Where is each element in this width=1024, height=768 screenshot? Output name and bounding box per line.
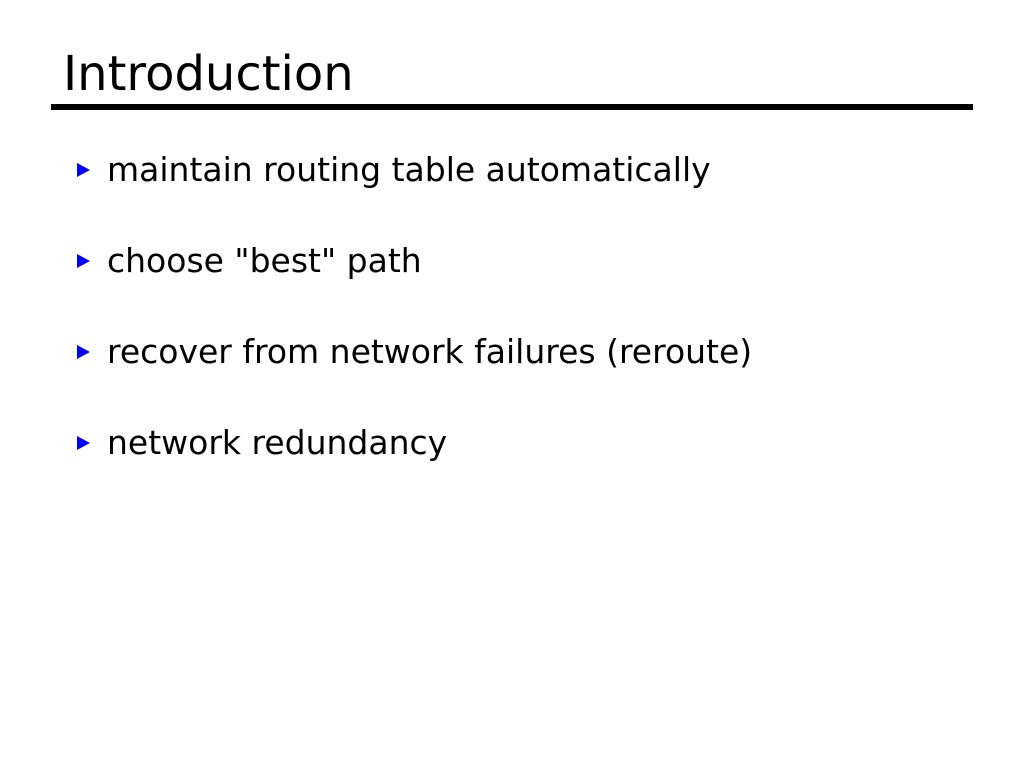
triangle-right-bullet-icon <box>77 241 90 281</box>
list-item-label: recover from network failures (reroute) <box>107 332 753 371</box>
slide-title-block: Introduction <box>51 46 973 110</box>
triangle-right-bullet-icon <box>77 150 90 190</box>
list-item: network redundancy <box>77 423 977 514</box>
triangle-right-bullet-icon <box>77 332 90 372</box>
list-item: choose "best" path <box>77 241 977 332</box>
page-title: Introduction <box>63 46 354 102</box>
title-underline-rule <box>51 104 973 110</box>
list-item-label: network redundancy <box>107 423 448 462</box>
list-item: recover from network failures (reroute) <box>77 332 977 423</box>
list-item: maintain routing table automatically <box>77 150 977 241</box>
bullet-list: maintain routing table automatically cho… <box>77 150 977 514</box>
list-item-label: choose "best" path <box>107 241 422 280</box>
list-item-label: maintain routing table automatically <box>107 150 711 189</box>
triangle-right-bullet-icon <box>77 423 90 463</box>
